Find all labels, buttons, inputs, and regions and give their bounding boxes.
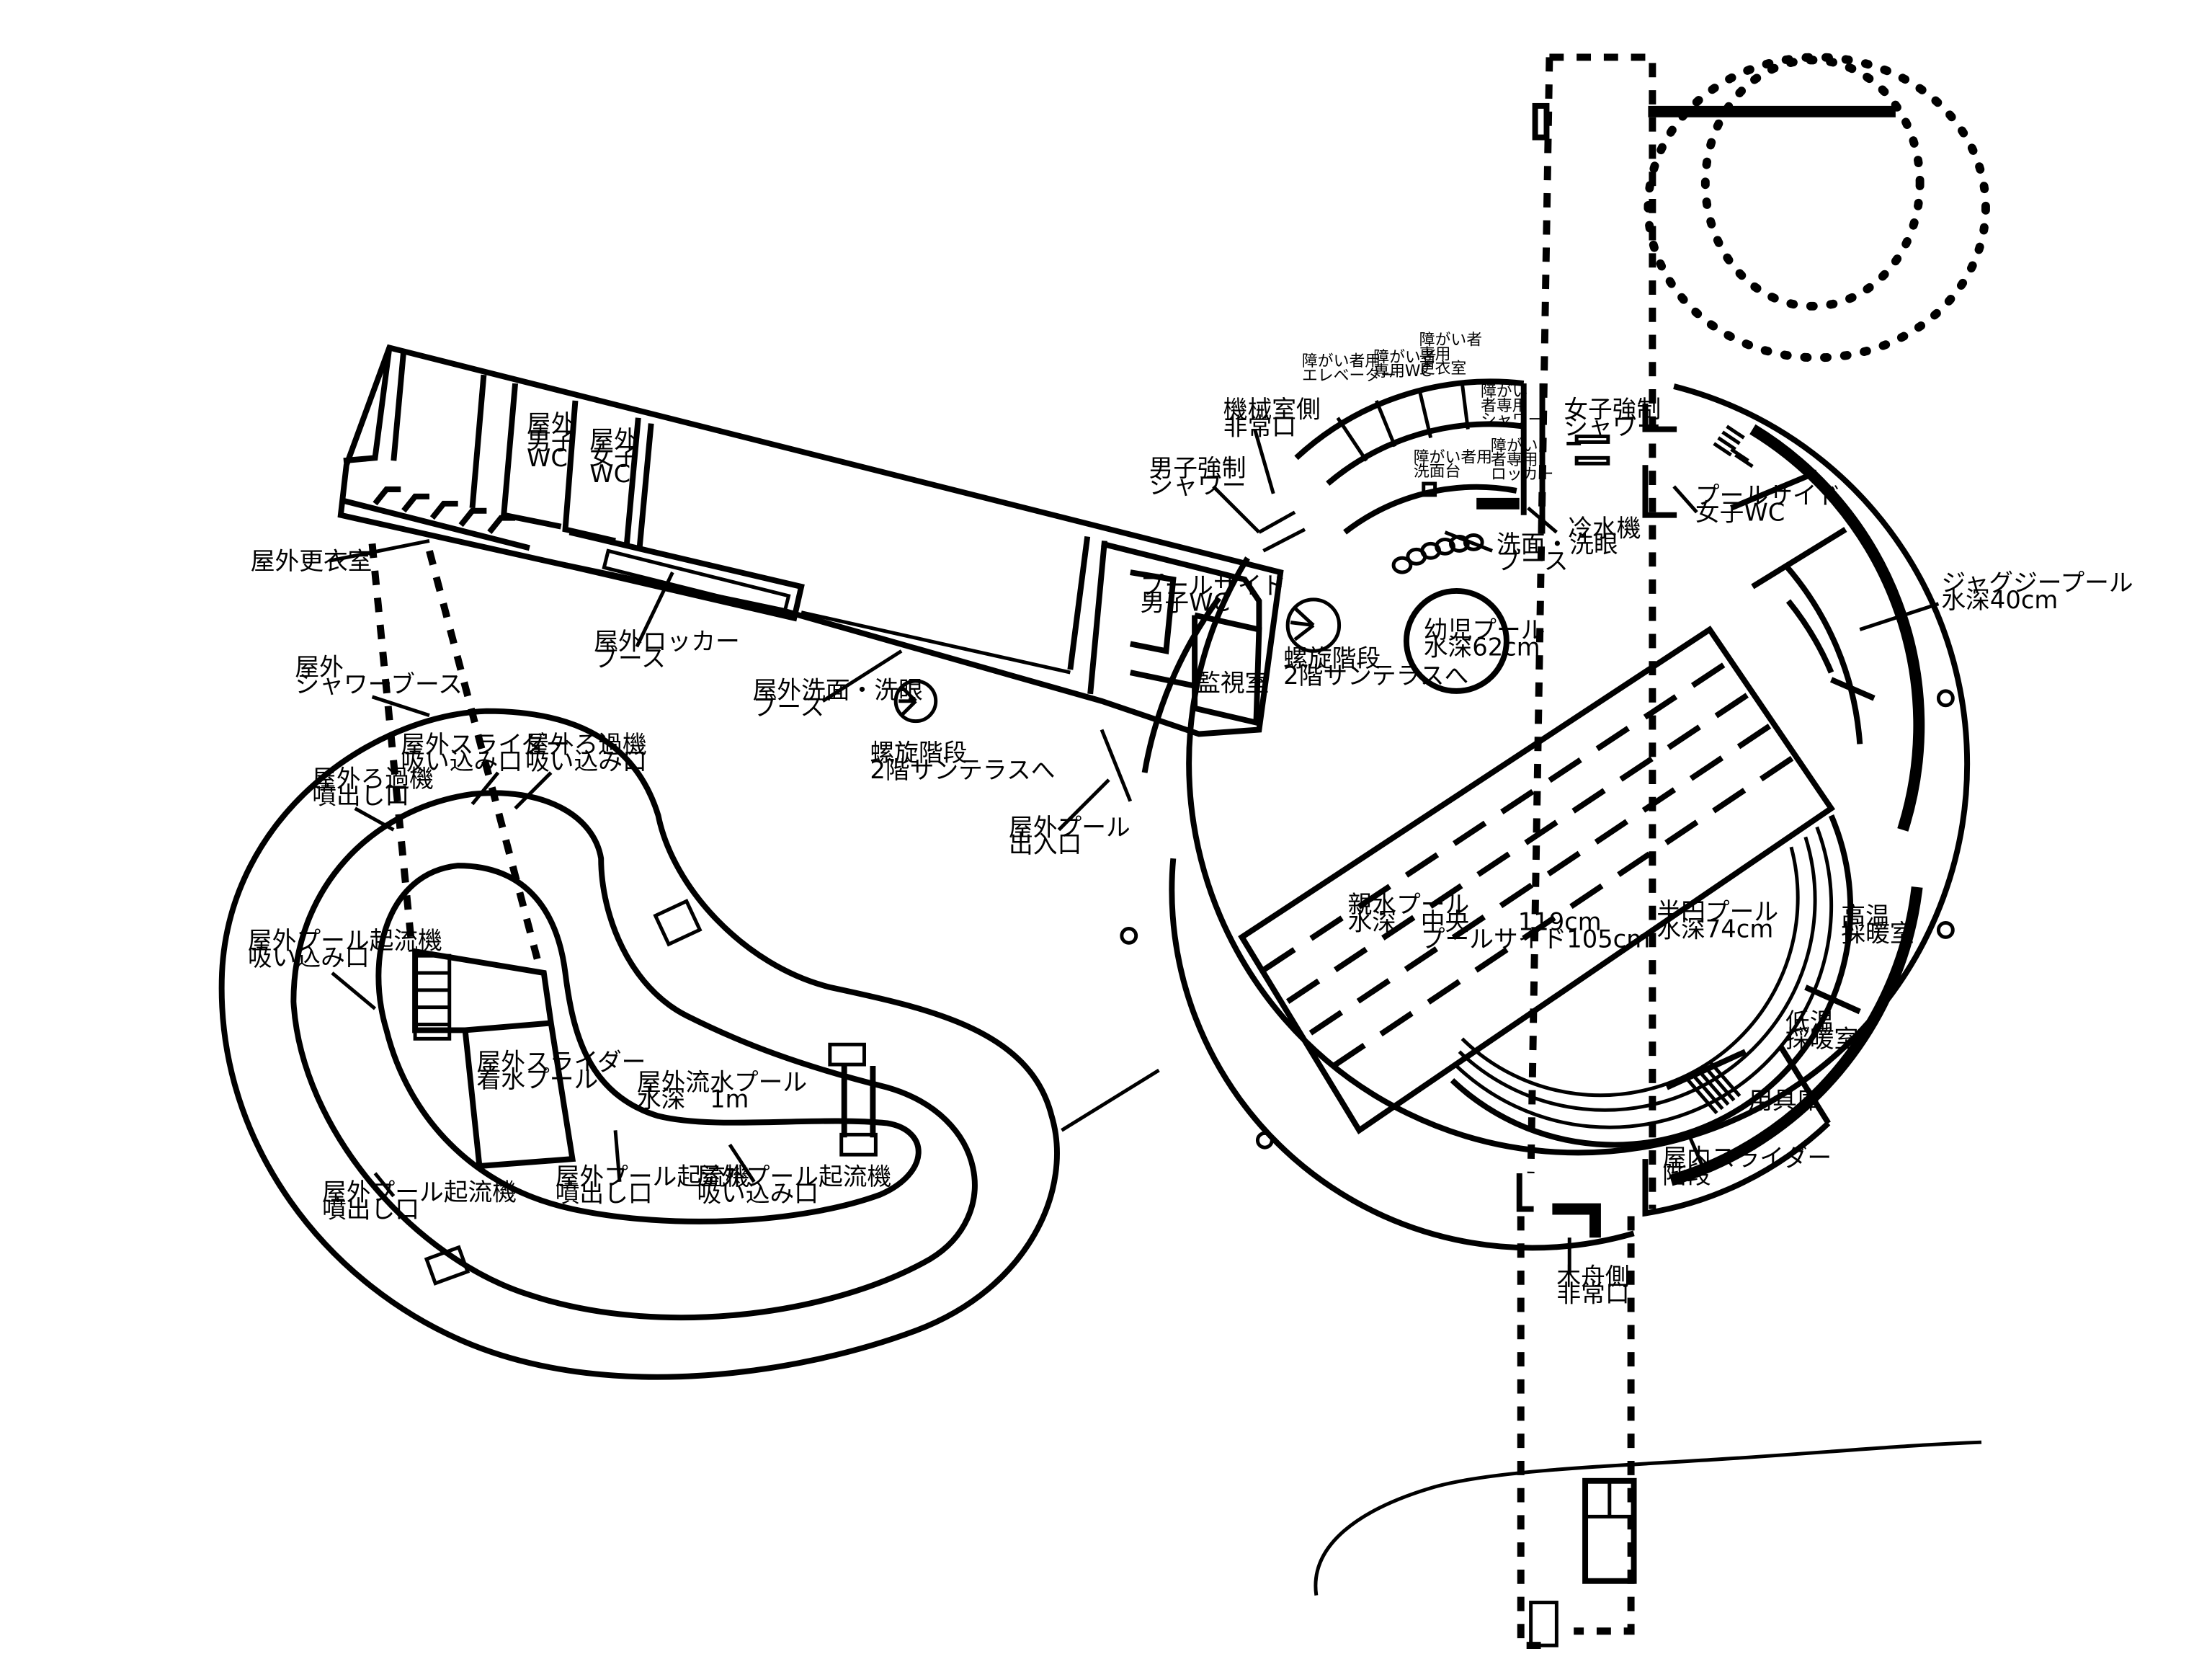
- label-female-shower-2: シャワー: [1564, 413, 1661, 441]
- spiral-stairs-outdoor: [893, 679, 938, 724]
- label-outdoor-filter-intake-2: 吸い込み口: [525, 747, 647, 775]
- label-outdoor-shower-2: シャワーブース: [295, 670, 463, 698]
- label-disabled-washbasin-1: 障がい者用: [1414, 448, 1492, 466]
- label-outdoor-current-outlet-left-1: 屋外プール起流機: [322, 1178, 517, 1206]
- label-outdoor-current-intake-left-2: 吸い込み口: [248, 943, 370, 971]
- label-disabled-elevator-2: エレベーター: [1302, 367, 1396, 385]
- outdoor-changing-building: [337, 344, 1284, 737]
- label-female-shower-1: 女子強制: [1564, 396, 1661, 424]
- label-equipment-storage: 用具庫: [1748, 1087, 1821, 1115]
- label-disabled-shower-1: 障がい: [1481, 383, 1528, 401]
- label-indoor-slider-stairs-1: 屋内スライダー: [1662, 1144, 1832, 1172]
- dashed-corridor: [1517, 53, 1656, 1650]
- label-outdoor-slider-landing-2: 着水プール: [476, 1065, 598, 1093]
- leader-lines: [329, 428, 1940, 1273]
- label-poolside-male-wc-2: 男子WC: [1141, 589, 1230, 617]
- label-outdoor-washing-2: ブース: [753, 693, 825, 721]
- label-disabled-locker-1: 障がい: [1491, 437, 1538, 455]
- label-outdoor-locker-1: 屋外ロッカー: [594, 627, 740, 655]
- label-outdoor-filter-outlet-1: 屋外ろ過機: [312, 765, 434, 793]
- label-disabled-shower-2: 者専用: [1481, 397, 1528, 415]
- label-outdoor-flow-pool-1: 屋外流水プール: [637, 1068, 807, 1096]
- label-wooden-boat-exit-2: 非常口: [1556, 1280, 1629, 1308]
- label-jacuzzi-2: 水深40cm: [1941, 586, 2058, 614]
- outdoor-changing-cubicles: [373, 486, 516, 535]
- label-outdoor-female-wc-1: 屋外: [589, 425, 638, 453]
- spiral-stairs-indoor: [1285, 597, 1342, 653]
- site-boundaries: [1061, 729, 1982, 1648]
- label-main-pool-2: 水深 中央 119cm: [1348, 907, 1602, 935]
- stairs-upper-right: [1713, 424, 1754, 468]
- label-outdoor-male-wc-1: 屋外: [527, 410, 576, 438]
- label-disabled-washbasin-2: 洗面台: [1414, 463, 1461, 481]
- label-male-shower-1: 男子強制: [1149, 454, 1247, 482]
- label-low-temp-room-2: 採暖室: [1785, 1025, 1858, 1053]
- label-outdoor-female-wc-3: WC: [589, 460, 630, 488]
- label-outdoor-female-wc-2: 女子: [589, 443, 638, 471]
- indoor-slider-stairs: [1687, 1062, 1741, 1115]
- label-half-pool-1: 半円プール: [1656, 898, 1778, 926]
- label-outdoor-changing: 屋外更衣室: [251, 547, 373, 575]
- label-outdoor-filter-outlet-2: 噴出し口: [312, 782, 409, 810]
- label-outdoor-slider-intake-1: 屋外スライダー: [401, 730, 570, 758]
- label-low-temp-room-1: 低温: [1785, 1008, 1834, 1036]
- outdoor-circle-dotted: [1644, 53, 1990, 363]
- label-jacuzzi-1: ジャグジープール: [1941, 569, 2133, 597]
- label-half-pool-2: 水深74cm: [1656, 915, 1773, 943]
- label-monitoring-room: 監視室: [1196, 669, 1269, 697]
- label-wash-booth-2: ブース: [1497, 547, 1569, 575]
- label-disabled-wc-1: 障がい者: [1373, 348, 1436, 366]
- main-pool: [1238, 626, 1836, 1135]
- label-poolside-female-wc-1: プールサイド: [1695, 481, 1842, 510]
- label-outdoor-current-outlet-mid-2: 噴出し口: [556, 1180, 653, 1208]
- label-outdoor-slider-landing-1: 屋外スライダー: [476, 1048, 646, 1076]
- outdoor-flow-pool: [218, 543, 1060, 1380]
- label-outdoor-current-outlet-mid-1: 屋外プール起流機: [556, 1162, 750, 1191]
- label-disabled-shower-3: シャワー: [1481, 412, 1543, 430]
- label-male-shower-2: シャワー: [1149, 471, 1247, 499]
- label-outdoor-flow-pool-2: 水深 1m: [637, 1085, 749, 1113]
- label-outdoor-slider-intake-2: 吸い込み口: [401, 747, 522, 775]
- label-outdoor-current-intake-left-1: 屋外プール起流機: [248, 926, 442, 954]
- label-water-cooler: 冷水機: [1568, 514, 1641, 542]
- label-poolside-female-wc-2: 女子WC: [1695, 499, 1785, 527]
- infant-pool: [1403, 587, 1509, 694]
- label-high-temp-room-2: 採暖室: [1841, 919, 1914, 947]
- label-poolside-male-wc-1: プールサイド: [1141, 572, 1287, 600]
- river-stairs: [413, 899, 878, 1286]
- label-outdoor-current-outlet-left-2: 噴出し口: [322, 1195, 419, 1223]
- label-spiral-stairs-outdoor-1: 螺旋階段: [870, 739, 967, 767]
- label-outdoor-male-wc-2: 男子: [527, 427, 576, 455]
- label-outdoor-locker-2: ブース: [594, 644, 666, 672]
- label-outdoor-shower-1: 屋外: [295, 653, 344, 681]
- labels: 屋外更衣室 屋外 男子 WC 屋外 女子 WC 屋外ロッカー ブース 屋外 シャ…: [248, 331, 2133, 1307]
- label-disabled-elevator-1: 障がい者用: [1302, 352, 1381, 370]
- label-high-temp-room-1: 高温: [1841, 902, 1890, 930]
- half-pool: [1450, 814, 1854, 1148]
- label-infant-pool-2: 水深62cm: [1424, 633, 1540, 661]
- label-outdoor-pool-entrance-2: 出入口: [1009, 830, 1082, 858]
- label-spiral-stairs-outdoor-2: 2階サンテラスへ: [870, 756, 1055, 784]
- label-outdoor-male-wc-3: WC: [527, 444, 568, 472]
- label-disabled-changing-2: 専用: [1419, 345, 1451, 363]
- label-main-pool-3: プールサイド105cm: [1348, 925, 1651, 953]
- label-disabled-changing-1: 障がい者: [1419, 331, 1482, 349]
- label-machine-room-exit-2: 非常口: [1223, 413, 1296, 441]
- label-wash-booth-1: 洗面・洗眼: [1497, 530, 1618, 558]
- label-spiral-stairs-indoor-1: 螺旋階段: [1283, 644, 1381, 672]
- label-infant-pool-1: 幼児プール: [1424, 615, 1546, 644]
- label-disabled-locker-2: 者専用: [1491, 451, 1538, 469]
- label-disabled-locker-3: ロッカー: [1491, 466, 1553, 484]
- label-spiral-stairs-indoor-2: 2階サンテラスへ: [1283, 662, 1468, 690]
- label-disabled-wc-2: 専用WC: [1373, 363, 1431, 381]
- label-outdoor-filter-intake-1: 屋外ろ過機: [525, 730, 647, 758]
- label-disabled-changing-3: 更衣室: [1419, 360, 1466, 378]
- label-main-pool-1: 親水プール: [1348, 891, 1470, 919]
- label-machine-room-exit-1: 機械室側: [1223, 396, 1321, 424]
- label-outdoor-current-intake-mid-2: 吸い込み口: [697, 1180, 819, 1208]
- label-outdoor-current-intake-mid-1: 屋外プール起流機: [697, 1162, 891, 1191]
- circular-building: [1120, 378, 1971, 1251]
